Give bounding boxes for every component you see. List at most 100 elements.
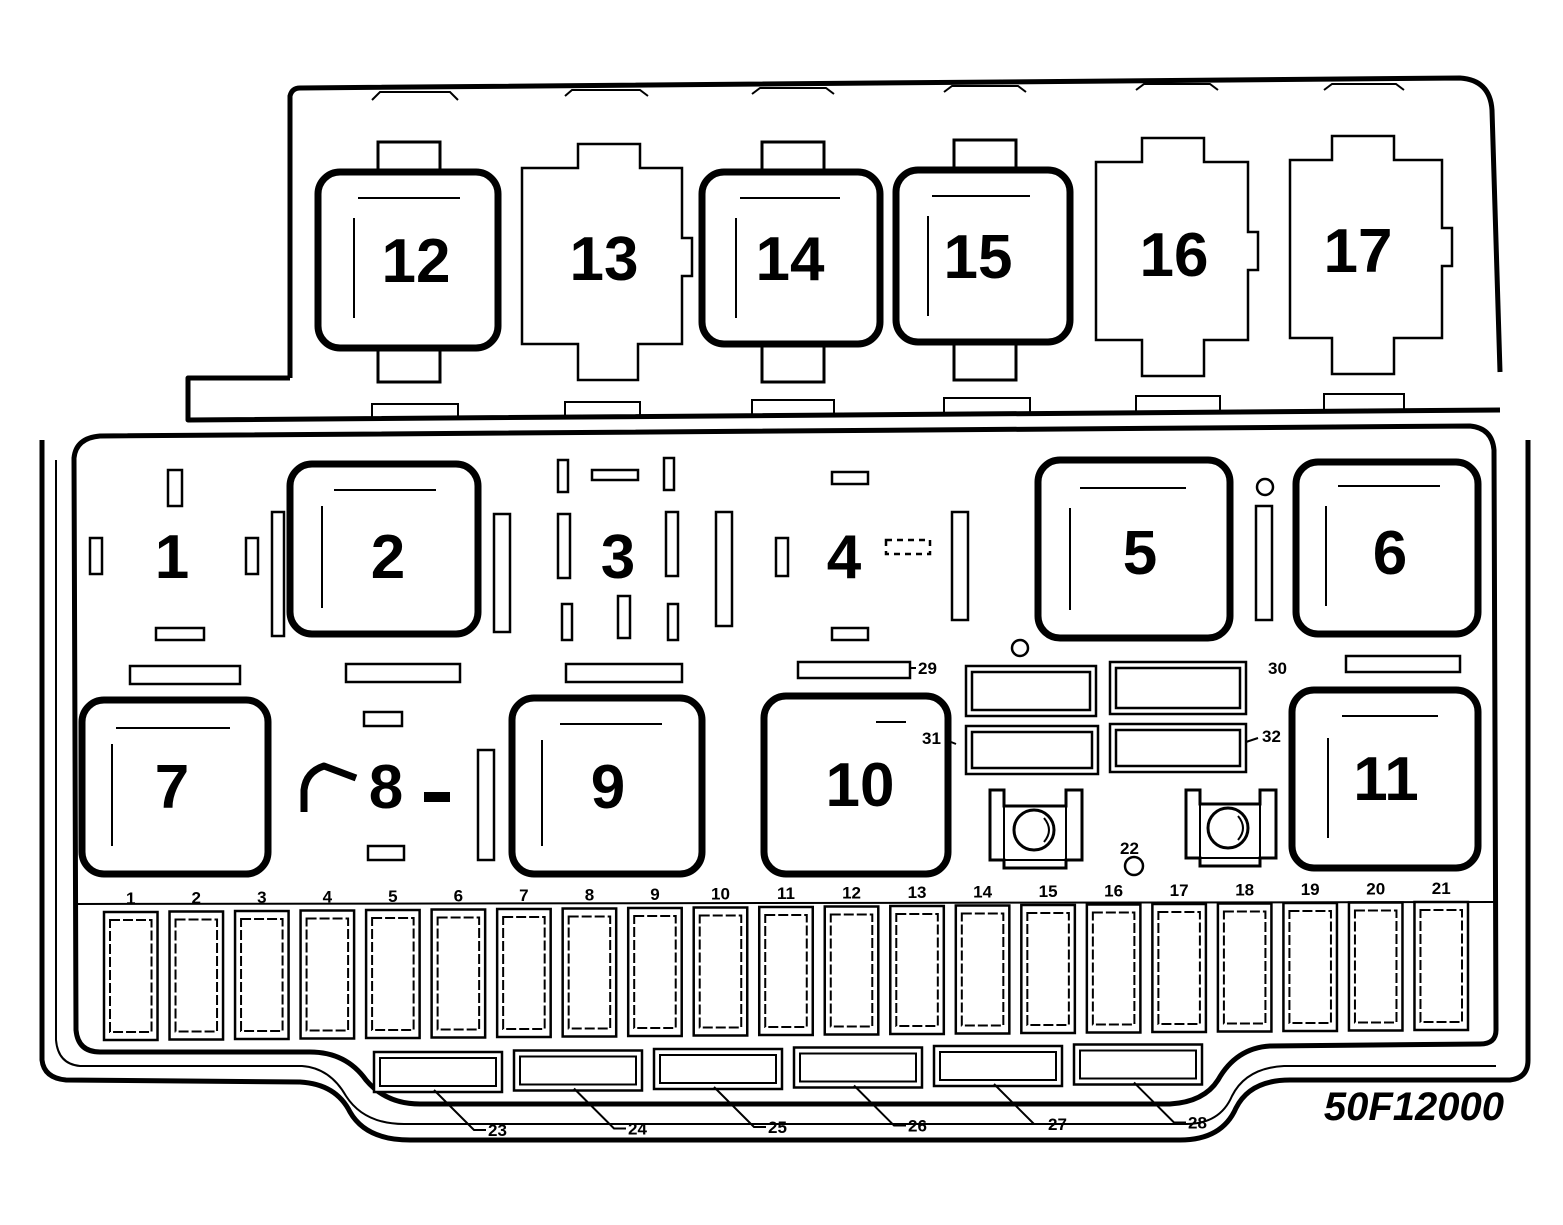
upper-carrier-bottom-lugs (371, 393, 1405, 420)
fuse-label-12: 12 (842, 884, 861, 903)
fuse-10: 10 (692, 885, 749, 1037)
separator-bar (128, 664, 242, 686)
fuse-label-3: 3 (257, 888, 266, 907)
fuse-5: 5 (364, 887, 421, 1040)
relay-9 (508, 694, 706, 878)
relay-15 (892, 138, 1074, 382)
fuse-label-21: 21 (1432, 879, 1451, 898)
fuse-label-4: 4 (323, 888, 333, 907)
bottom-connector-label-23: 23 (488, 1121, 507, 1140)
relay-11 (1288, 686, 1482, 872)
fuse-label-18: 18 (1235, 881, 1254, 900)
bottom-connector-label-26: 26 (908, 1117, 927, 1136)
leader-25 (713, 1086, 766, 1128)
connector-29-slot (796, 660, 912, 680)
fuse-label-13: 13 (908, 883, 927, 902)
relay-label-9: 9 (591, 753, 625, 822)
connector-label-30: 30 (1268, 659, 1287, 678)
fuse-label-5: 5 (388, 887, 397, 906)
relay-4-socket (774, 470, 970, 642)
fuse-label-8: 8 (585, 886, 594, 905)
fuse-label-20: 20 (1366, 880, 1385, 899)
fuse-13: 13 (889, 883, 946, 1036)
fuse-4: 4 (299, 888, 356, 1040)
leader-28 (1133, 1081, 1186, 1124)
bottom-connector-24: 24 (512, 1049, 647, 1139)
fuse-label-14: 14 (973, 883, 992, 902)
relay-5 (1034, 456, 1275, 642)
relay-label-12: 12 (382, 227, 451, 296)
relay-16 (1094, 136, 1260, 378)
fuse-label-16: 16 (1104, 882, 1123, 901)
separator-bar (564, 662, 684, 684)
ground-point-label-22: 22 (1120, 839, 1139, 858)
relay-label-8: 8 (369, 753, 403, 822)
fuse-box-outer-rim (39, 440, 1531, 1143)
relay-12 (314, 140, 502, 384)
bottom-connector-label-27: 27 (1048, 1115, 1067, 1134)
upper-carrier-tabs (371, 83, 1405, 101)
fuse-15: 15 (1020, 882, 1077, 1035)
fuse-21: 21 (1413, 879, 1470, 1032)
fuse-label-11: 11 (777, 884, 795, 903)
leader-32 (1245, 737, 1259, 743)
bottom-connector-row: 23 24 25 26 27 28 (372, 1043, 1207, 1140)
fuse-box-inner-rim (55, 460, 1496, 1125)
relay-17 (1288, 134, 1454, 376)
leader-24 (573, 1087, 626, 1130)
relay-7 (78, 696, 272, 878)
leader-23 (433, 1089, 486, 1131)
relay-label-14: 14 (756, 225, 825, 294)
leader-27 (993, 1083, 1046, 1125)
bottom-connector-label-24: 24 (628, 1120, 647, 1139)
connector-label-31: 31 (922, 729, 941, 748)
fuse-label-19: 19 (1301, 880, 1320, 899)
fuse-20: 20 (1347, 880, 1404, 1032)
separator-bar (1344, 654, 1462, 674)
fuse-label-17: 17 (1170, 881, 1189, 900)
connector-label-32: 32 (1262, 727, 1281, 746)
bottom-connector-27: 27 (932, 1044, 1067, 1134)
bottom-connector-28: 28 (1072, 1043, 1207, 1133)
terminal-stud-left (988, 788, 1084, 870)
fuse-9: 9 (626, 885, 683, 1038)
connector-block (1114, 728, 1242, 768)
fuse-7: 7 (495, 886, 552, 1039)
terminal-stud-right (1184, 788, 1278, 868)
relay-label-7: 7 (155, 753, 189, 822)
relay-8-socket (300, 710, 496, 862)
connector-block (970, 670, 1092, 712)
separator-bar (344, 662, 462, 684)
relay-label-3: 3 (601, 523, 635, 592)
fuse-11: 11 (757, 884, 815, 1037)
fuse-17: 17 (1151, 881, 1208, 1034)
fuse-12: 12 (823, 884, 880, 1036)
relay-label-4: 4 (827, 523, 862, 592)
relay-label-6: 6 (1373, 519, 1407, 588)
relay-label-2: 2 (371, 523, 405, 592)
bottom-connector-label-25: 25 (768, 1118, 787, 1137)
bottom-connector-label-28: 28 (1188, 1114, 1207, 1133)
relay-label-10: 10 (826, 751, 895, 820)
relay-2 (270, 460, 512, 638)
fuse-8: 8 (561, 886, 618, 1038)
connector-label-29: 29 (918, 659, 937, 678)
bottom-connector-26: 26 (792, 1046, 927, 1136)
relay-label-13: 13 (570, 225, 639, 294)
connector-block (1114, 666, 1242, 710)
bottom-connector-25: 25 (652, 1047, 787, 1137)
relay-label-17: 17 (1324, 217, 1393, 286)
fuse-18: 18 (1216, 881, 1273, 1033)
fuse-label-10: 10 (711, 885, 730, 904)
relay-3-socket (556, 456, 734, 642)
fuse-label-1: 1 (126, 889, 135, 908)
fuse-3: 3 (233, 888, 290, 1041)
relay-label-16: 16 (1140, 221, 1209, 290)
upper-carrier-outline (185, 75, 1503, 423)
fuse-box-outline (71, 423, 1499, 1107)
fuse-label-9: 9 (650, 885, 659, 904)
fuse-19: 19 (1282, 880, 1339, 1033)
relay-14 (698, 140, 884, 384)
